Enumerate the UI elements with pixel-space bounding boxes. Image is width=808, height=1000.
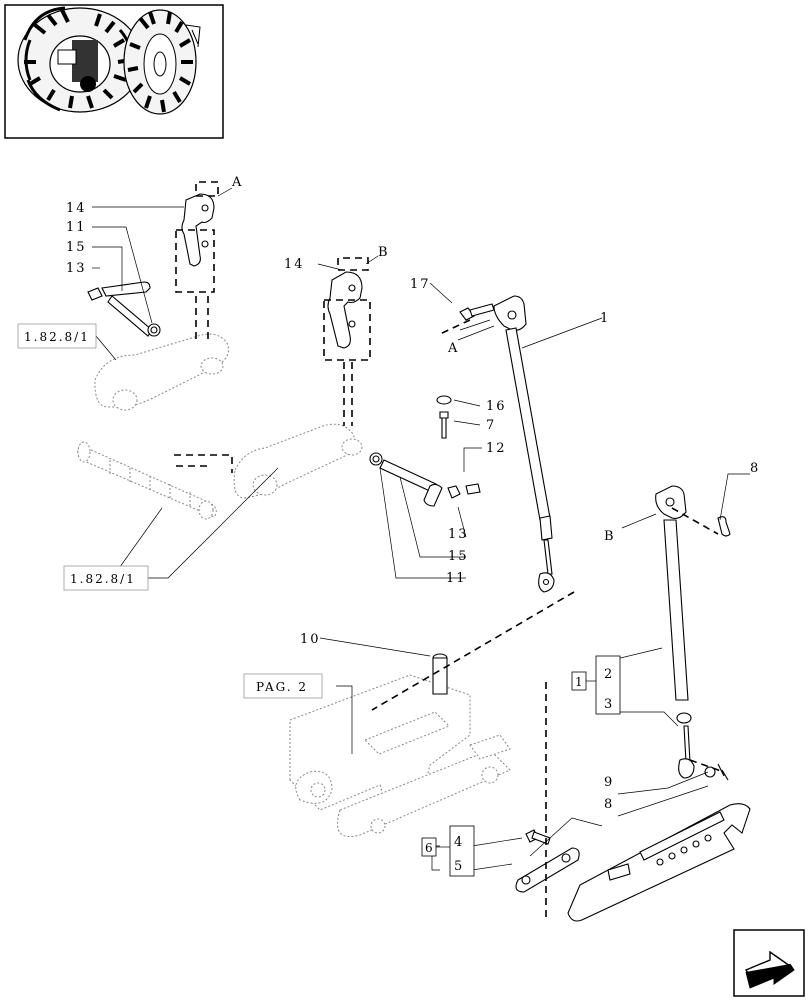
- ref-box-1828-top[interactable]: 1.82.8/1: [17, 323, 97, 349]
- marker-a-top: A: [231, 175, 243, 190]
- turnbuckle-rod-upper: [459, 295, 555, 593]
- stabilizer-bar: [515, 803, 751, 922]
- callout-8-top: 8: [750, 461, 760, 476]
- callout-11-b: 11: [446, 571, 467, 586]
- pin-set-upper: [87, 281, 161, 337]
- next-page-arrow-icon[interactable]: [733, 929, 805, 997]
- callouts: 14 11 15 13 14 17 1 16 7 12 13 15 11 8 1…: [66, 201, 760, 874]
- callout-3: 3: [604, 697, 614, 712]
- connection-markers: A A B B: [217, 175, 616, 544]
- marker-b-top: B: [378, 245, 390, 260]
- callout-14-b: 14: [284, 257, 305, 272]
- callout-1: 1: [600, 311, 610, 326]
- callout-4: 4: [454, 835, 464, 850]
- callout-15-a: 15: [66, 240, 87, 255]
- group-6-label: 6: [425, 841, 435, 855]
- callout-9: 9: [604, 775, 614, 790]
- pin-set-middle: [369, 395, 481, 507]
- ref-box-pag2[interactable]: PAG. 2: [243, 673, 323, 699]
- ghost-lift-arms: [77, 333, 511, 837]
- ref-1828-bottom-label: 1.82.8/1: [70, 572, 136, 586]
- callout-12: 12: [486, 441, 507, 456]
- ref-box-1828-bottom[interactable]: 1.82.8/1: [63, 565, 149, 591]
- group-1-label: 1: [575, 675, 585, 689]
- callout-14-a: 14: [66, 201, 87, 216]
- callout-15-b: 15: [448, 549, 469, 564]
- callout-13-a: 13: [66, 261, 87, 276]
- callout-17: 17: [410, 277, 431, 292]
- callout-13-b: 13: [448, 527, 469, 542]
- ref-1828-top-label: 1.82.8/1: [24, 330, 90, 344]
- marker-b-rod: B: [604, 529, 616, 544]
- callout-7: 7: [486, 418, 496, 433]
- callout-10: 10: [300, 632, 321, 647]
- callout-5: 5: [454, 859, 464, 874]
- marker-a-rod: A: [447, 341, 459, 356]
- pin-10: [432, 653, 448, 695]
- connection-lines: [174, 319, 725, 922]
- group-box-6: 6: [421, 825, 475, 877]
- callout-8-bottom: 8: [604, 797, 614, 812]
- tractor-thumbnail: [4, 4, 224, 139]
- stabilizer-bracket-a: [175, 181, 219, 344]
- callout-11-a: 11: [66, 220, 87, 235]
- group-box-1: 1: [571, 655, 621, 715]
- ref-pag2-label: PAG. 2: [256, 680, 308, 694]
- callout-16: 16: [486, 399, 507, 414]
- turnbuckle-rod-lower: [655, 485, 731, 781]
- stabilizer-bracket-b: [323, 257, 371, 426]
- callout-2: 2: [604, 667, 614, 682]
